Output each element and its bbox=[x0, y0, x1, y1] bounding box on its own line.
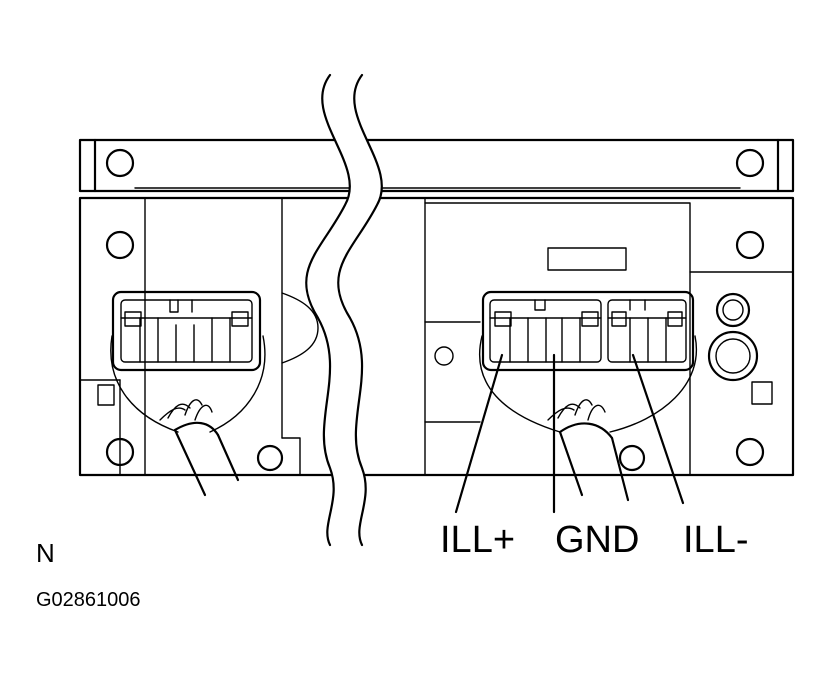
ill-plus-label: ILL+ bbox=[440, 519, 516, 561]
screw-hole bbox=[105, 437, 135, 467]
stud-hole bbox=[434, 346, 454, 366]
callout-leaders bbox=[454, 353, 685, 514]
screw-hole bbox=[735, 148, 765, 178]
screw-hole bbox=[105, 148, 135, 178]
gnd-label: GND bbox=[555, 519, 640, 561]
left-connector bbox=[110, 290, 319, 497]
right-connector bbox=[479, 290, 698, 502]
view-letter: N bbox=[36, 538, 55, 568]
unit-body bbox=[78, 196, 795, 477]
screw-hole bbox=[735, 230, 765, 260]
ill-minus-label: ILL- bbox=[683, 519, 749, 561]
break-lines bbox=[305, 73, 383, 547]
stud-hole bbox=[707, 330, 759, 382]
stud-hole bbox=[715, 292, 751, 328]
mounting-bracket bbox=[78, 138, 795, 193]
screw-hole bbox=[735, 437, 765, 467]
screw-hole bbox=[256, 444, 284, 472]
figure-code: G02861006 bbox=[36, 589, 141, 611]
screw-hole bbox=[105, 230, 135, 260]
screw-hole bbox=[618, 444, 646, 472]
